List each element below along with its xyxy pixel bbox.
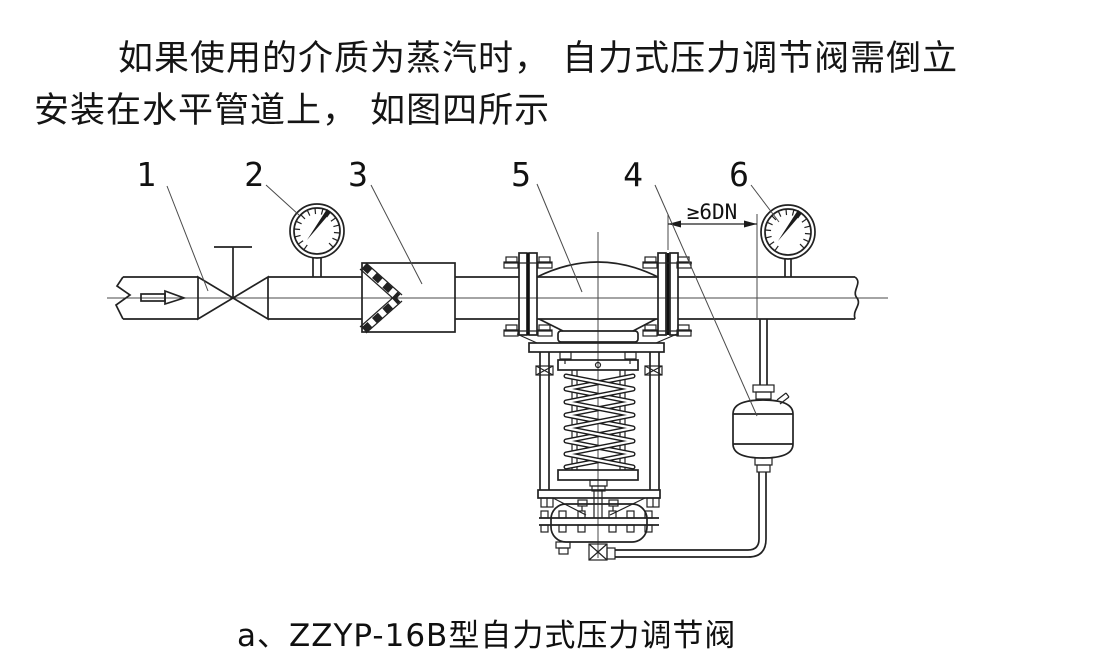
regulator-valve-body	[516, 261, 678, 353]
figure-caption: a、ZZYP-16B型自力式压力调节阀	[237, 618, 737, 654]
pipe-break-right	[853, 276, 860, 320]
part-label-3: 3	[348, 155, 368, 194]
part-label-5: 5	[511, 155, 531, 194]
pot-plug	[776, 392, 790, 405]
pressure-gauge-upstream	[289, 203, 345, 277]
spring-coil	[563, 373, 636, 470]
leader-lines	[166, 183, 780, 417]
part-label-4: 4	[623, 155, 643, 194]
dimension-text: ≥6DN	[687, 200, 738, 224]
diaphragm-bolts	[540, 510, 653, 533]
paragraph-line-1: 如果使用的介质为蒸汽时， 自力式压力调节阀需倒立	[118, 39, 959, 79]
strainer	[359, 262, 456, 334]
part-label-6: 6	[729, 155, 749, 194]
outlet-flange	[642, 252, 692, 337]
impulse-tube	[615, 472, 767, 558]
part-label-2: 2	[244, 155, 264, 194]
paragraph-line-2: 安装在水平管道上， 如图四所示	[34, 91, 551, 131]
pressure-gauge-downstream	[760, 204, 816, 277]
pipe-break-left	[114, 276, 132, 320]
part-labels: 1 2 3 5 4 6	[136, 155, 749, 194]
dimension-annotation: ≥6DN	[667, 200, 758, 319]
condensate-pot	[732, 319, 794, 473]
gauge-needle	[307, 209, 331, 240]
diaphragm-actuator	[539, 499, 659, 561]
flow-arrow	[140, 289, 187, 306]
gauge-needle	[778, 210, 802, 241]
shutoff-valve	[197, 246, 269, 321]
pipeline	[114, 276, 860, 320]
strainer-screen	[359, 262, 403, 334]
actuator-spring-unit	[535, 351, 663, 518]
part-label-1: 1	[136, 155, 156, 194]
inlet-flange	[503, 252, 553, 337]
